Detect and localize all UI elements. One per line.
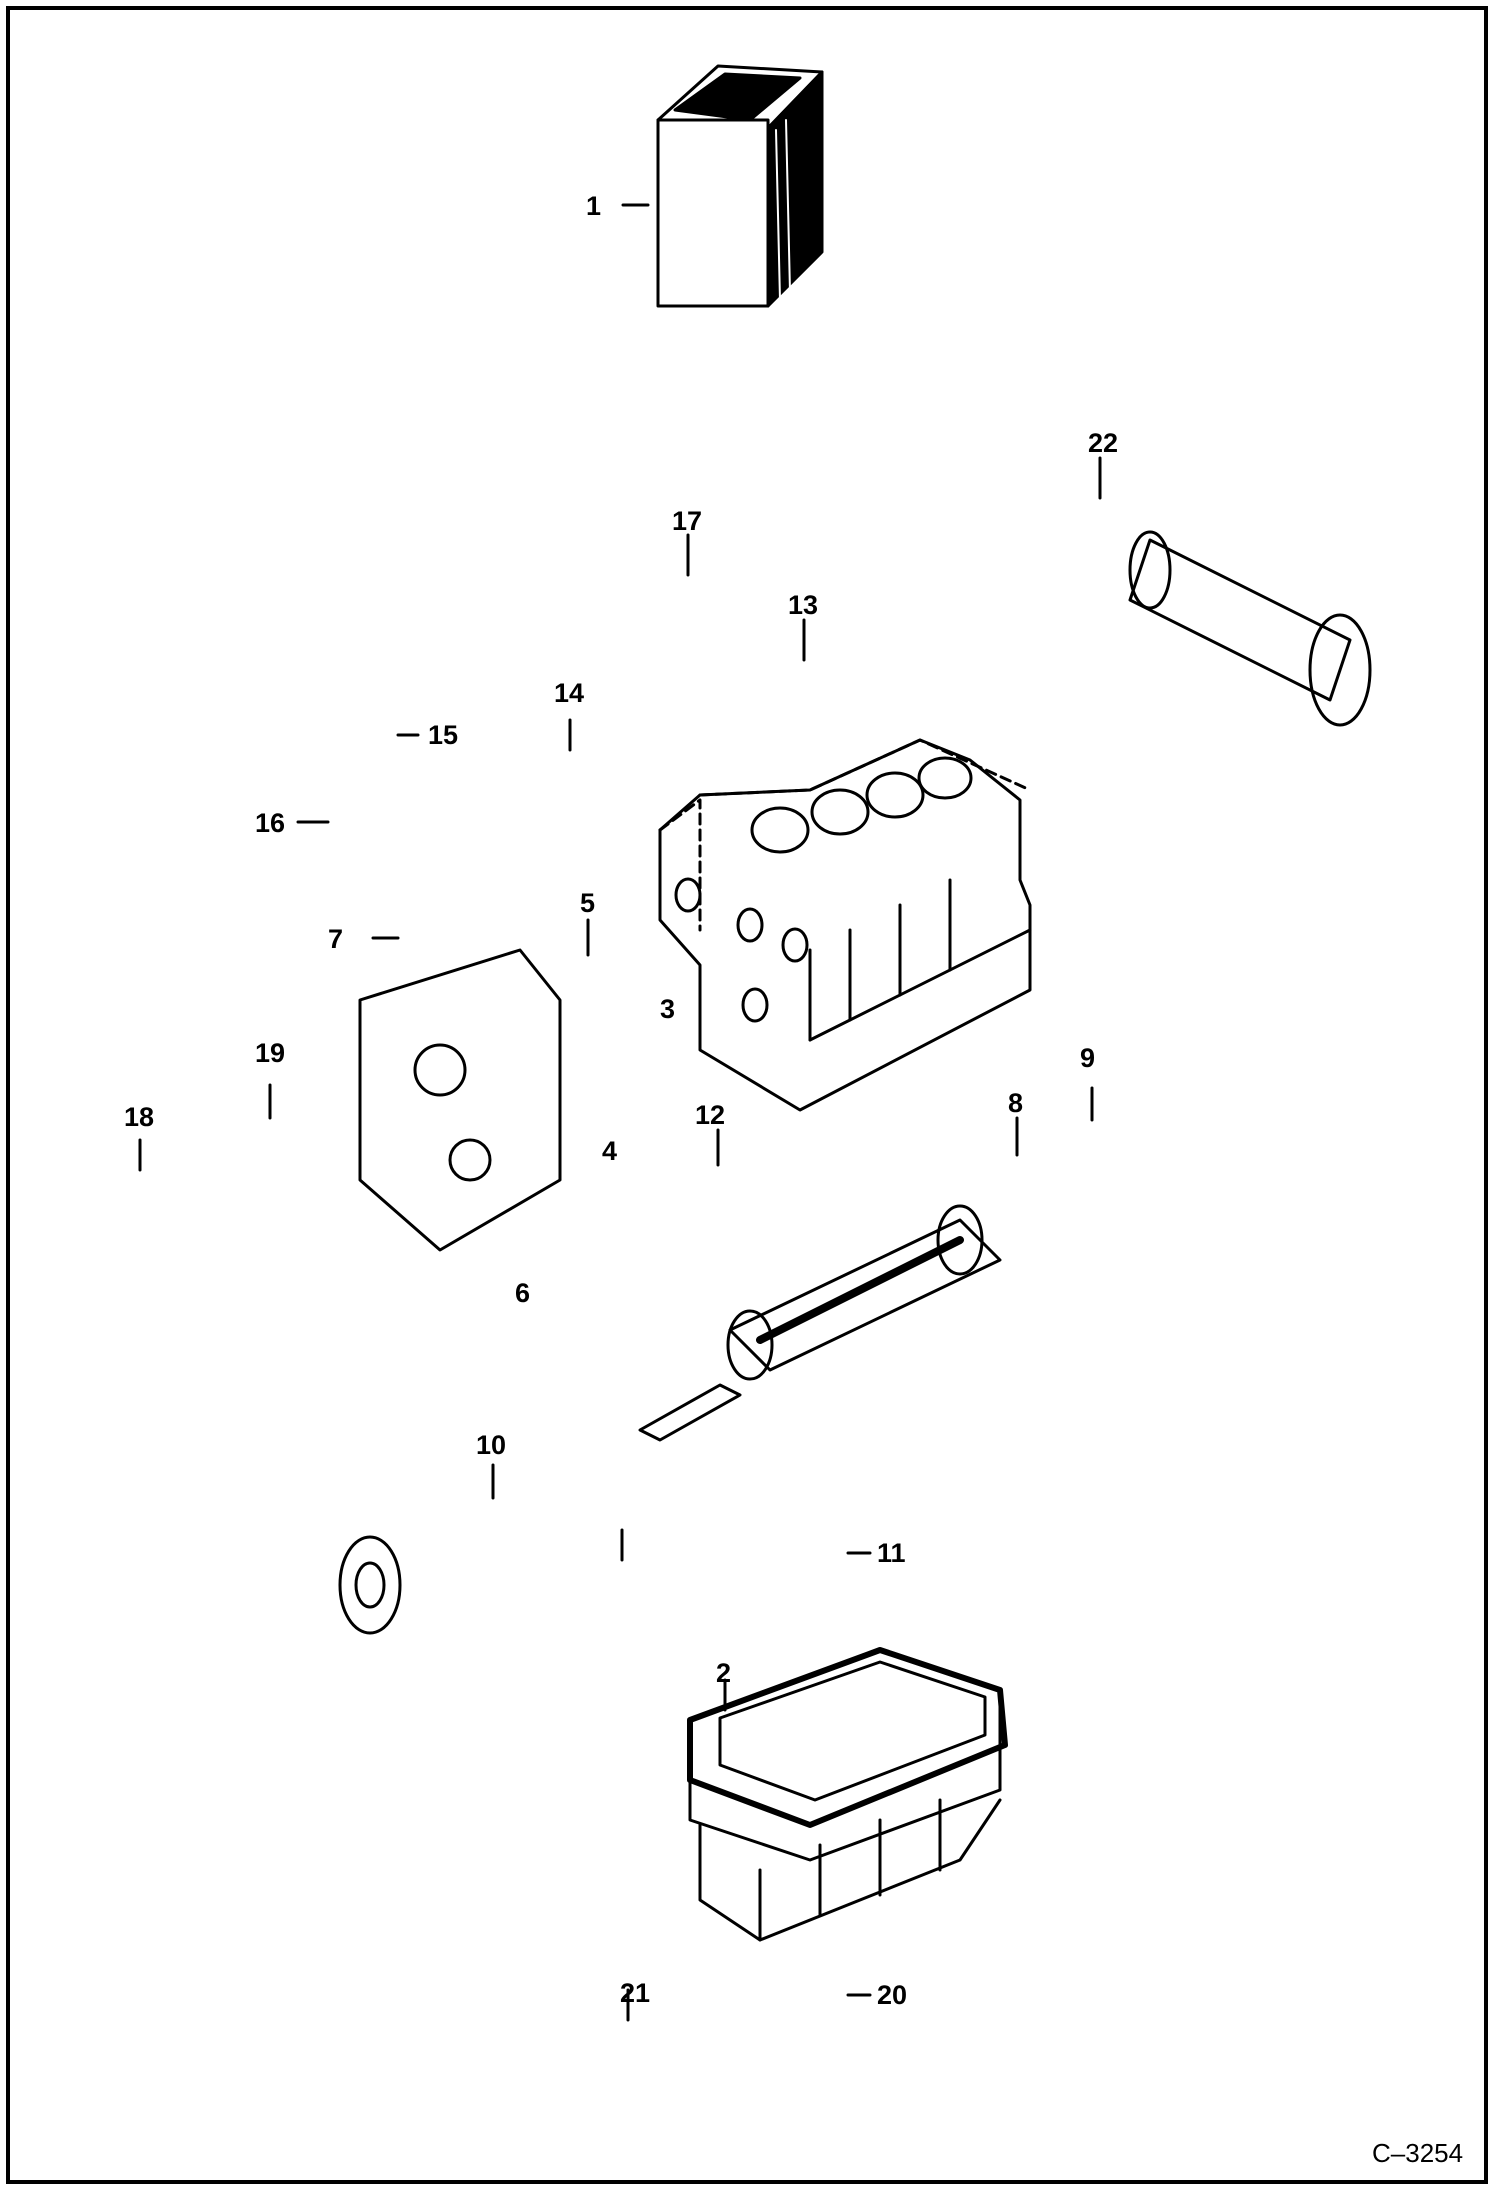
callout-21: 21 xyxy=(620,1978,651,2008)
callout-14: 14 xyxy=(554,678,585,708)
callout-11: 11 xyxy=(877,1538,906,1568)
figure-id: C–3254 xyxy=(1372,2138,1464,2168)
diagram-frame xyxy=(6,6,1488,2184)
engine-block xyxy=(658,738,1032,1112)
muffler xyxy=(1128,530,1372,727)
callout-18: 18 xyxy=(124,1102,155,1132)
callout-6: 6 xyxy=(515,1278,531,1308)
callout-2: 2 xyxy=(716,1658,732,1688)
callout-leaders xyxy=(138,203,1102,2022)
callout-19: 19 xyxy=(255,1038,286,1068)
callout-22: 22 xyxy=(1088,428,1119,458)
callout-4: 4 xyxy=(602,1136,618,1166)
callout-7: 7 xyxy=(328,924,344,954)
timing-gear-case xyxy=(358,948,562,1252)
callout-8: 8 xyxy=(1008,1088,1024,1118)
callout-1: 1 xyxy=(586,191,602,221)
oil-pan-gasket xyxy=(687,1647,1008,1828)
callout-9: 9 xyxy=(1080,1043,1096,1073)
callout-12: 12 xyxy=(695,1100,726,1130)
callout-3: 3 xyxy=(660,994,676,1024)
callout-15: 15 xyxy=(428,720,459,750)
callout-10: 10 xyxy=(476,1430,507,1460)
callout-5: 5 xyxy=(580,888,596,918)
crankshaft xyxy=(638,1204,1002,1442)
callout-13: 13 xyxy=(788,590,819,620)
callout-16: 16 xyxy=(255,808,286,838)
gasket-kit-box xyxy=(656,64,824,308)
callout-17: 17 xyxy=(672,506,703,536)
crank-pulley xyxy=(338,1535,402,1635)
callout-20: 20 xyxy=(877,1980,908,2010)
